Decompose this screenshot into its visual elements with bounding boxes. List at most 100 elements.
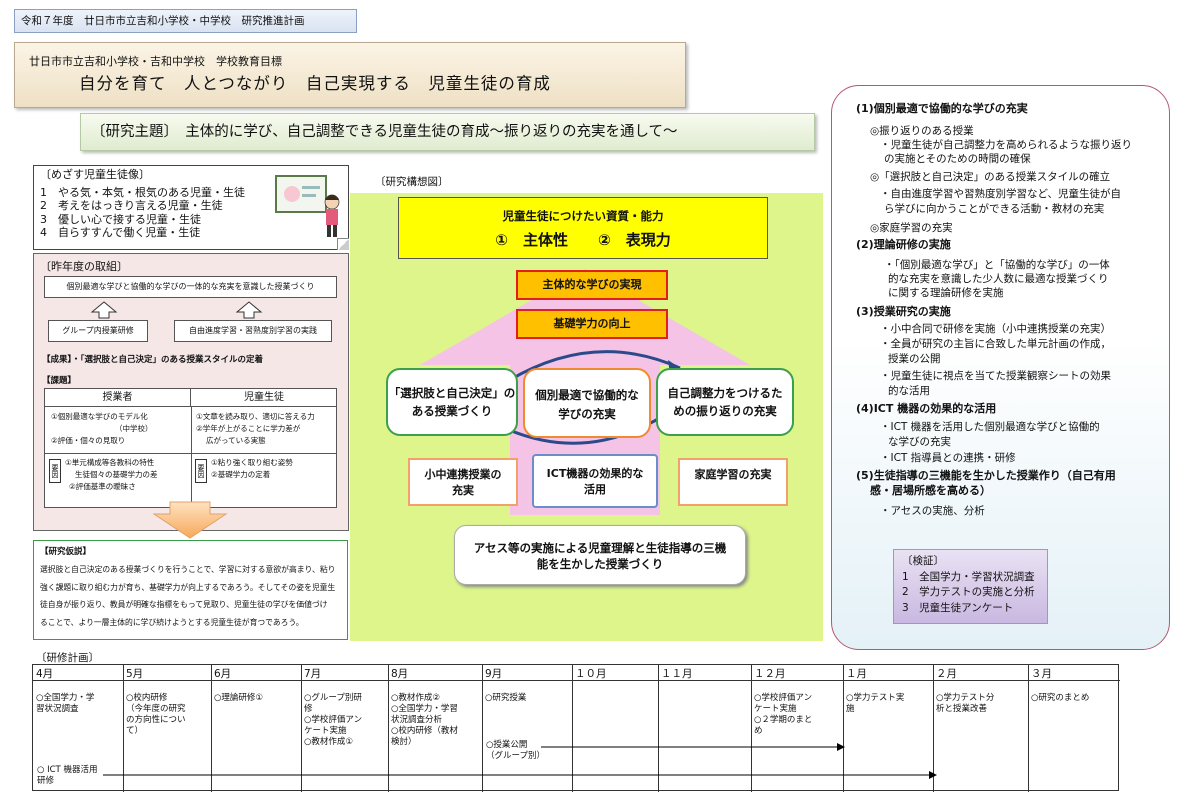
plan-month-cell: ○教材作成② ○全国学力・学習 状況調査分析 ○校内研修（教材 検討） <box>391 693 458 747</box>
plan-month-header: １０月 <box>575 668 607 680</box>
plan-month-cell: ○全国学力・学 習状況調査 <box>36 693 95 714</box>
plan-month-cell: ○理論研修① <box>214 693 264 703</box>
plan-month-header: １１月 <box>661 668 693 680</box>
document-header: 令和７年度 廿日市市立吉和小学校・中学校 研究推進計画 <box>14 9 357 33</box>
cause-label: 要因 <box>49 459 61 483</box>
research-theme: 〔研究主題〕 主体的に学び、自己調整できる児童生徒の育成～振り返りの充実を通して… <box>80 113 815 151</box>
teacher-illustration <box>275 175 340 237</box>
research-contents-item: ・「個別最適な学び」と「協働的な学び」の一体 <box>884 259 1110 271</box>
previous-year-focus: 個別最適な学びと協働的な学びの一体的な充実を意識した授業づくり <box>44 276 337 298</box>
issues-col-teacher: 授業者 <box>45 389 191 407</box>
research-contents-item: 的な充実を意識した少人数に最適な授業づくり <box>888 273 1109 285</box>
cause-teacher-1: ①単元構成等各教科の特性 <box>65 458 155 467</box>
verification-item: 3 児童生徒アンケート <box>902 601 1014 614</box>
cause-label: 要因 <box>195 459 207 483</box>
asses-box: アセス等の実施による児童理解と生徒指導の三機能を生かした授業づくり <box>454 525 746 585</box>
hypothesis-line: 強く課題に取り組む力が育ち、基礎学力が向上するであろう。そしてその姿を児童生 <box>40 582 336 592</box>
plan-month-cell: ○学校評価アン ケート実施 ○２学期のまと め <box>754 693 813 736</box>
research-contents-heading: (2)理論研修の実施 <box>856 238 951 251</box>
research-contents-heading: (1)個別最適で協働的な学びの充実 <box>856 102 1028 115</box>
target-student-box: 〔めざす児童生徒像〕 1 やる気・本気・根気のある児童・生徒 2 考えをはっきり… <box>33 165 349 250</box>
research-contents-item: ・全員が研究の主旨に合致した単元計画の作成， <box>880 338 1111 350</box>
target-student-item: 2 考えをはっきり言える児童・生徒 <box>40 199 223 212</box>
issue-student-2: ②学年が上がることに学力差が <box>196 424 301 433</box>
plan-month-header: ２月 <box>936 668 957 680</box>
plan-month-header: 8月 <box>391 668 409 680</box>
research-contents-heading: (4)ICT 機器の効果的な活用 <box>856 402 997 415</box>
research-contents-item: に関する理論研修を実施 <box>888 287 1004 299</box>
research-contents-item: ・小中合同で研修を実施（小中連携授業の充実） <box>880 323 1111 335</box>
hypothesis-line: 選択肢と自己決定のある授業づくりを行うことで、学習に対する意欲が高まり、粘り <box>40 565 336 574</box>
concept-diagram: 児童生徒につけたい資質・能力 ① 主体性 ② 表現力 主体的な学びの実現 基礎学… <box>350 193 823 641</box>
target-student-item: 1 やる気・本気・根気のある児童・生徒 <box>40 185 245 199</box>
individual-collaborative-box: 個別最適で協働的な学びの充実 <box>523 368 651 438</box>
verification-item: 2 学力テストの実施と分析 <box>902 586 1035 598</box>
research-contents-item: ら学びに向かうことができる活動・教材の充実 <box>884 203 1105 215</box>
research-contents-item: ・ICT 機器を活用した個別最適な学びと協働的 <box>880 421 1100 433</box>
choice-decision-box: 「選択肢と自己決定」のある授業づくり <box>386 368 518 436</box>
research-contents-item: な学びの充実 <box>888 436 951 448</box>
issue-student-2-cont: 広がっている実態 <box>206 436 266 445</box>
target-abilities-box: 児童生徒につけたい資質・能力 ① 主体性 ② 表現力 <box>398 197 768 259</box>
plan-arrows <box>103 743 937 779</box>
plan-month-cell: ○学力テスト実 施 <box>846 693 905 714</box>
research-contents-item: ◎家庭学習の充実 <box>870 222 953 234</box>
research-contents-item: ・アセスの実施、分析 <box>880 505 985 517</box>
research-contents-item: ・自由進度学習や習熟度別学習など、児童生徒が自 <box>880 188 1121 200</box>
plan-month-cell: ○研究授業 <box>485 693 527 703</box>
target-student-item: 4 自らすすんで働く児童・生徒 <box>40 226 201 239</box>
target-student-item: 3 優しい心で接する児童・生徒 <box>40 212 201 226</box>
research-hypothesis-box: 【研究仮説】 選択肢と自己決定のある授業づくりを行うことで、学習に対する意欲が高… <box>33 540 348 640</box>
plan-month-header: 9月 <box>485 668 503 680</box>
research-contents-item: の実施とそのための時間の確保 <box>884 153 1031 165</box>
basic-skills-box: 基礎学力の向上 <box>516 309 668 339</box>
school-goal-text: 自分を育て 人とつながり 自己実現する 児童生徒の育成 <box>79 74 551 93</box>
plan-month-cell: ○学力テスト分 析と授業改善 <box>936 693 995 714</box>
concept-diagram-label: 〔研究構想図〕 <box>375 176 449 188</box>
issue-teacher-2: ②評価・個々の見取り <box>51 436 126 445</box>
research-contents-item: 授業の公開 <box>888 353 941 365</box>
issue-student-1: ①文章を読み取り、適切に答える力 <box>196 412 315 421</box>
plan-month-header: ３月 <box>1031 668 1052 680</box>
hypothesis-line: 徒自身が振り返り、教員が明確な指標をもって見取り、児童生徒の学びを価値づけ <box>40 600 328 609</box>
research-contents-heading: 感・居場所感を高める） <box>870 484 991 497</box>
cause-student-2: ②基礎学力の定着 <box>211 470 271 479</box>
cause-student-1: ①粘り強く取り組む姿勢 <box>211 458 293 467</box>
issue-teacher-1-note: （中学校） <box>115 424 153 433</box>
plan-month-cell: ○研究のまとめ <box>1031 693 1090 703</box>
plan-month-header: 7月 <box>304 668 322 680</box>
verification-box: 〔検証〕 1 全国学力・学習状況調査 2 学力テストの実施と分析 3 児童生徒ア… <box>893 549 1048 624</box>
plan-month-cell: ○グループ別研 修 ○学校評価アン ケート実施 ○教材作成① <box>304 693 363 747</box>
issues-table: 授業者 児童生徒 ①個別最適な学びのモデル化 （中学校） ②評価・個々の見取り … <box>44 388 337 508</box>
hypothesis-title: 【研究仮説】 <box>40 547 92 557</box>
plan-month-header: 6月 <box>214 668 232 680</box>
active-learning-box: 主体的な学びの実現 <box>516 270 668 300</box>
elementary-junior-box: 小中連携授業の充実 <box>408 458 518 506</box>
home-study-box: 家庭学習の充実 <box>678 458 788 506</box>
research-contents-item: 的な活用 <box>888 385 930 397</box>
plan-month-header: 5月 <box>126 668 144 680</box>
cause-teacher-2: ②評価基準の曖昧さ <box>69 482 136 491</box>
research-contents-item: ◎振り返りのある授業 <box>870 125 974 137</box>
verification-title: 〔検証〕 <box>902 555 944 567</box>
target-abilities-items: ① 主体性 ② 表現力 <box>495 231 671 249</box>
self-paced-learning-box: 自由進度学習・習熟度別学習の実践 <box>174 320 332 342</box>
plan-month-header: １２月 <box>754 668 786 680</box>
research-contents-item: ◎「選択肢と自己決定」のある授業スタイルの確立 <box>870 171 1111 183</box>
cause-teacher-1-cont: 生徒個々の基礎学力の差 <box>75 470 158 479</box>
issues-title: 【課題】 <box>42 376 77 386</box>
open-class-cell: ○授業公開 （グループ別） <box>486 740 545 761</box>
up-arrow-icon <box>235 301 263 319</box>
results-text: 【成果】・「選択肢と自己決定」のある授業スタイルの定着 <box>42 355 264 365</box>
plan-month-header: １月 <box>846 668 867 680</box>
verification-item: 1 全国学力・学習状況調査 <box>902 570 1035 583</box>
training-plan-label: 〔研修計画〕 <box>36 652 99 664</box>
research-contents-item: ・児童生徒が自己調整力を高められるような振り返り <box>880 139 1132 151</box>
target-student-title: 〔めざす児童生徒像〕 <box>40 168 150 181</box>
research-contents-item: ・児童生徒に視点を当てた授業観察シートの効果 <box>880 370 1111 382</box>
research-contents-item: ・ICT 指導員との連携・研修 <box>880 452 1016 464</box>
down-arrow-icon <box>152 501 228 539</box>
up-arrow-icon <box>90 301 118 319</box>
group-training-box: グループ内授業研修 <box>48 320 148 342</box>
ict-training-cell: ○ ICT 機器活用 研修 <box>37 765 98 786</box>
